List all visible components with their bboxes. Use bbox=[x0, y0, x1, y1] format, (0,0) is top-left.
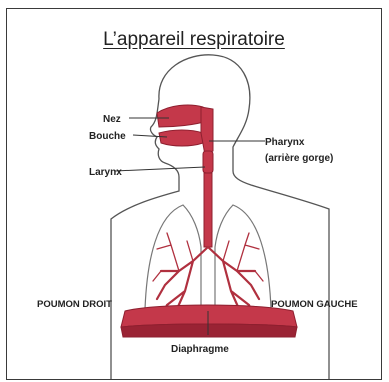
label-pharynx: Pharynx bbox=[265, 137, 305, 148]
label-pharynx-sub: (arrière gorge) bbox=[265, 153, 333, 164]
trachea bbox=[204, 173, 212, 247]
larynx-leader bbox=[115, 167, 205, 171]
diaphragm-base bbox=[121, 324, 297, 337]
figure-frame: L’appareil respiratoire bbox=[6, 8, 382, 380]
respiratory-diagram: Nez Bouche Larynx Pharynx (arrière gorge… bbox=[7, 9, 381, 379]
oral-cavity bbox=[159, 130, 203, 146]
nasal-cavity bbox=[157, 105, 207, 127]
label-poumon-gauche: POUMON GAUCHE bbox=[271, 299, 358, 310]
label-bouche: Bouche bbox=[89, 131, 126, 142]
pharynx bbox=[201, 107, 213, 155]
larynx bbox=[203, 151, 213, 173]
label-nez: Nez bbox=[103, 114, 121, 125]
label-diaphragme: Diaphragme bbox=[171, 344, 229, 355]
label-poumon-droit: POUMON DROIT bbox=[37, 299, 112, 310]
label-larynx: Larynx bbox=[89, 167, 122, 178]
